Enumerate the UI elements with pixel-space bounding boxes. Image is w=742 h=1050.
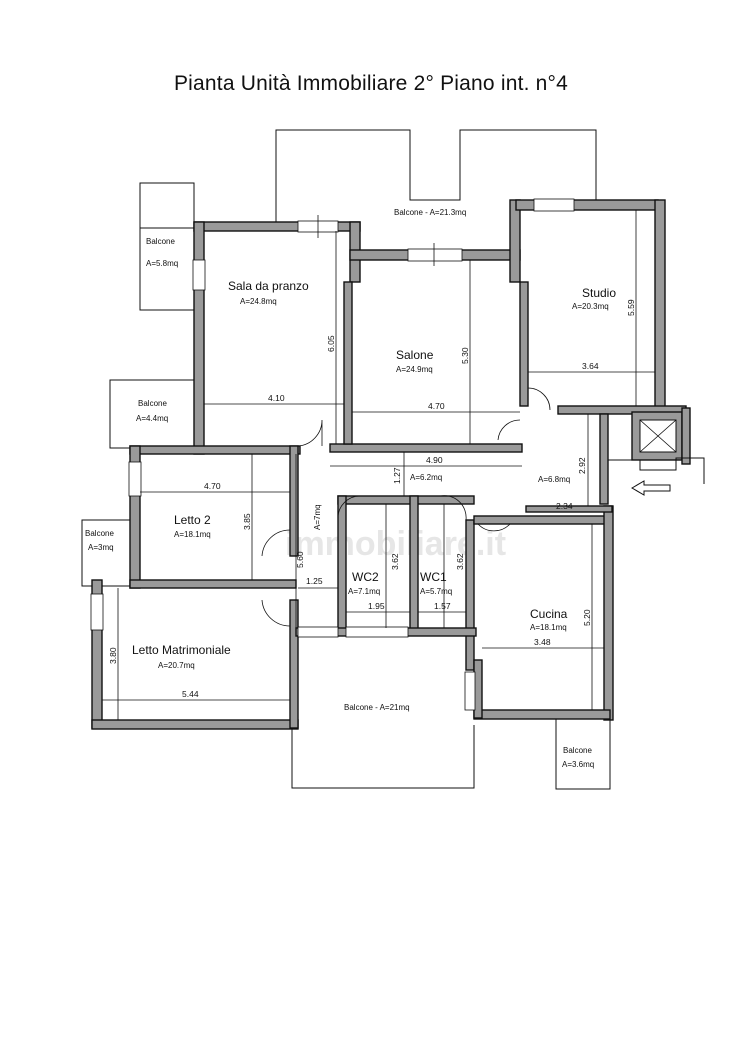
room-name-salone: Salone [396,348,434,362]
dim-letto2-height: 3.85 [242,513,252,530]
dim-studio-height: 5.59 [626,299,636,316]
room-name-wc2: WC2 [352,570,379,584]
room-area-letto-2: A=18.1mq [174,530,211,539]
room-name-letto-2: Letto 2 [174,513,211,527]
balcony-bottom-right-area: A=3.6mq [562,760,594,769]
dim-entry-height: 2.92 [577,457,587,474]
corridor-left-area: A=7mq [313,504,322,530]
room-name-letto-matrimoniale: Letto Matrimoniale [132,643,231,657]
dim-letto2-width: 4.70 [204,481,221,491]
room-area-wc1: A=5.7mq [420,587,452,596]
room-name-studio: Studio [582,286,616,300]
room-name-cucina: Cucina [530,607,568,621]
dim-corridor-width: 4.90 [426,455,443,465]
dim-corridor-left-height: 5.60 [295,551,305,568]
balcony-mid-left-name: Balcone [138,399,167,408]
dim-sala-height: 6.05 [326,335,336,352]
dim-salone-width: 4.70 [428,401,445,411]
room-labels: Sala da pranzo A=24.8mq Salone A=24.9mq … [132,279,616,670]
doors [261,387,551,627]
corridor-labels: A=7mq A=6.2mq A=6.8mq [313,473,570,530]
plan-title: Pianta Unità Immobiliare 2° Piano int. n… [173,72,569,95]
dim-letto-matrimoniale-height: 3.80 [108,647,118,664]
room-name-sala-da-pranzo: Sala da pranzo [228,279,309,293]
dim-corridor-depth: 1.27 [392,467,402,484]
dim-wc2-height: 3.62 [390,553,400,570]
corridor-right-area: A=6.8mq [538,475,570,484]
corridor-mid-area: A=6.2mq [410,473,442,482]
dim-salone-height: 5.30 [460,347,470,364]
entrance-arrow-icon [631,480,671,496]
room-area-letto-matrimoniale: A=20.7mq [158,661,195,670]
windows [90,198,575,711]
dim-sala-width: 4.10 [268,393,285,403]
dim-letto-matrimoniale-width: 5.44 [182,689,199,699]
room-area-studio: A=20.3mq [572,302,609,311]
balcony-mid-left-area: A=4.4mq [136,414,168,423]
lift-symbol [639,419,677,453]
balcony-top-label: Balcone - A=21.3mq [394,208,466,217]
dim-wc2-width: 1.95 [368,601,385,611]
room-area-salone: A=24.9mq [396,365,433,374]
dim-entry-width: 2.34 [556,501,573,511]
balcony-top-left-area: A=5.8mq [146,259,178,268]
dimension-lines [102,210,655,720]
dimension-labels: 4.10 6.05 4.70 5.30 3.64 5.59 4.90 1.27 … [108,299,636,699]
room-area-wc2: A=7.1mq [348,587,380,596]
dim-cucina-height: 5.20 [582,609,592,626]
dim-studio-width: 3.64 [582,361,599,371]
balcony-bottom-label: Balcone - A=21mq [344,703,410,712]
dim-wc1-width: 1.57 [434,601,451,611]
dim-wc1-height: 3.62 [455,553,465,570]
room-name-wc1: WC1 [420,570,447,584]
balcony-small-left-name: Balcone [85,529,114,538]
balcony-labels: Balcone - A=21.3mq Balcone A=5.8mq Balco… [85,208,594,769]
balcony-bottom-right-name: Balcone [563,746,592,755]
dim-corridor-left-width: 1.25 [306,576,323,586]
dim-cucina-width: 3.48 [534,637,551,647]
room-area-sala-da-pranzo: A=24.8mq [240,297,277,306]
balcony-top-left-name: Balcone [146,237,175,246]
balcony-small-left-area: A=3mq [88,543,114,552]
room-area-cucina: A=18.1mq [530,623,567,632]
